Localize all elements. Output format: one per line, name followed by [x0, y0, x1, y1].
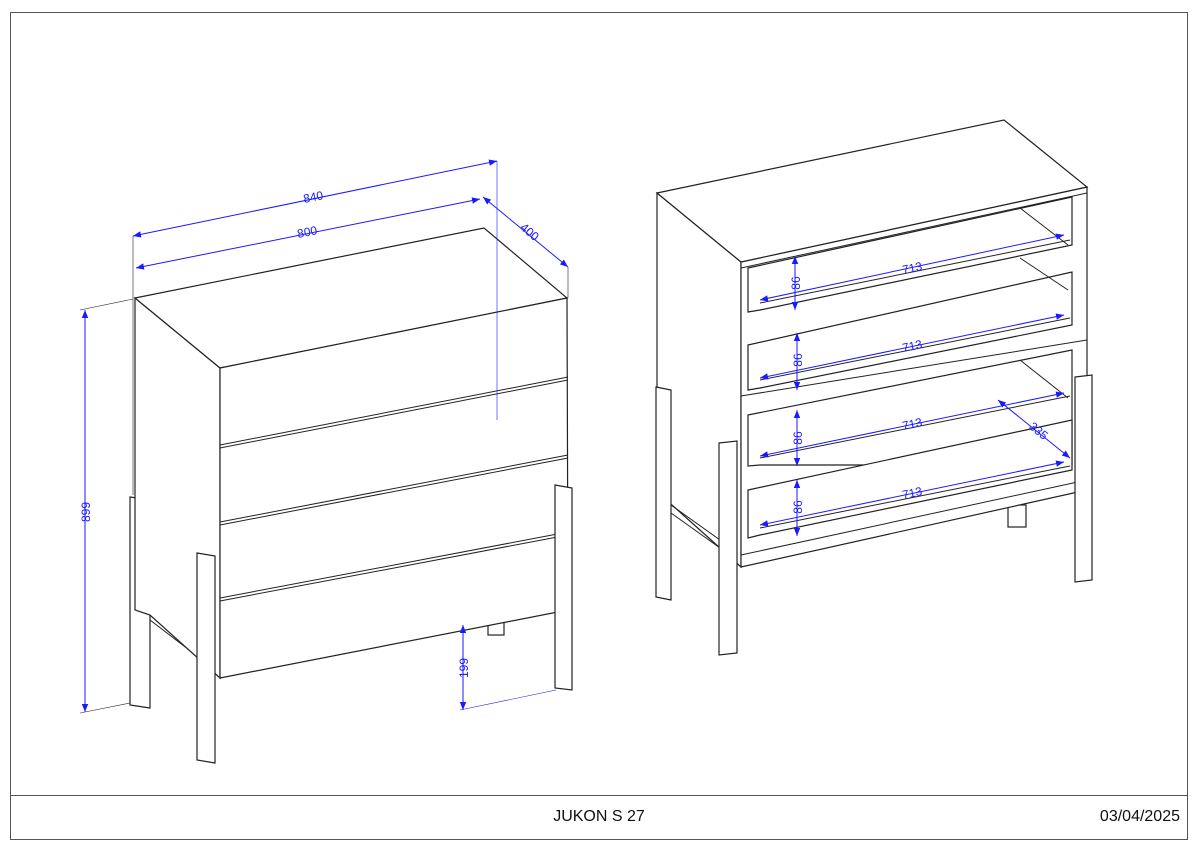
leg-back-right: [1007, 504, 1027, 528]
cabinet-top: [655, 119, 1089, 263]
dim-713-3: 713: [901, 415, 924, 433]
dim-86-3: 86: [791, 431, 805, 445]
product-name: JUKON S 27: [553, 808, 645, 825]
dim-713-4: 713: [901, 484, 924, 502]
dim-800: 800: [296, 223, 319, 241]
drawer-divide: [219, 376, 569, 446]
open-cabinet-view: 713 86 713 86 713 86 713 86 335: [655, 119, 1093, 656]
dim-400: 400: [517, 220, 542, 244]
dim-899: 899: [79, 502, 93, 522]
title-block: JUKON S 27 03/04/2025: [10, 795, 1188, 841]
leg-front-left: [196, 552, 216, 764]
drawing-frame: [10, 12, 1188, 840]
leg-back-left: [655, 386, 672, 601]
leg-front-right: [554, 484, 573, 691]
dim-713-1: 713: [901, 259, 924, 277]
dim-840: 840: [302, 188, 325, 206]
dim-86-1: 86: [789, 276, 803, 290]
dim-86-2: 86: [791, 353, 805, 367]
closed-cabinet-view: 840 800 400 899 199: [79, 159, 573, 764]
leg-front-left: [718, 440, 738, 656]
dim-199: 199: [457, 658, 471, 678]
leg-front-right: [1074, 374, 1093, 583]
dim-713-2: 713: [901, 337, 924, 355]
dim-86-4: 86: [791, 500, 805, 514]
drawer-dimensions: 713 86 713 86 713 86 713 86 335: [759, 233, 1071, 536]
drawing-date: 03/04/2025: [1099, 808, 1180, 825]
